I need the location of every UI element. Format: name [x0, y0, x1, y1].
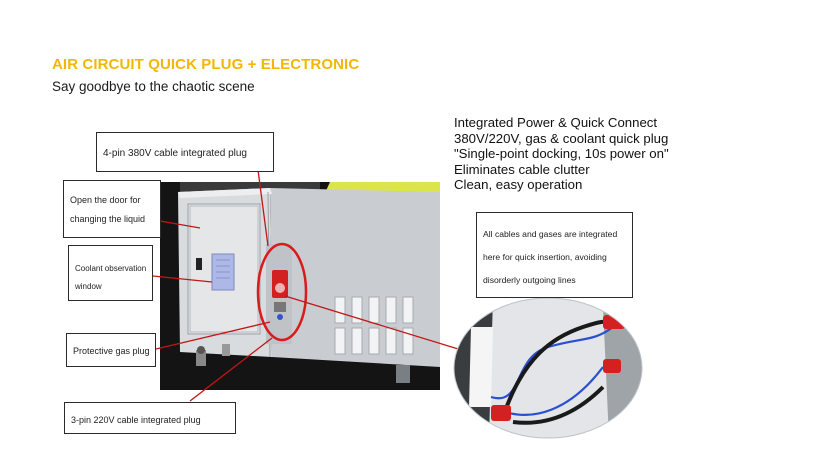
callout-text: changing the liquid: [70, 213, 146, 224]
callout-text: 4-pin 380V cable integrated plug: [103, 148, 247, 159]
machine-illustration: [160, 182, 440, 390]
callout-text: disorderly outgoing lines: [483, 275, 576, 286]
callout-3pin-plug: 3-pin 220V cable integrated plug: [64, 402, 236, 434]
callout-coolant-window: Coolant observation window: [68, 245, 153, 301]
feature-item: "Single-point docking, 10s power on": [454, 146, 669, 162]
feature-item: 380V/220V, gas & coolant quick plug: [454, 130, 669, 146]
callout-text: 3-pin 220V cable integrated plug: [71, 415, 201, 425]
callout-text: Protective gas plug: [73, 346, 150, 356]
callout-text: here for quick insertion, avoiding: [483, 252, 607, 263]
callout-4pin-plug: 4-pin 380V cable integrated plug: [96, 132, 274, 172]
callout-text: Open the door for: [70, 195, 141, 205]
callout-text: window: [75, 282, 102, 292]
callout-text: Coolant observation: [75, 264, 147, 273]
callout-text: All cables and gases are integrated: [483, 229, 618, 239]
callout-door: Open the door for changing the liquid: [63, 180, 161, 238]
feature-item: Eliminates cable clutter: [454, 161, 590, 177]
page-title: AIR CIRCUIT QUICK PLUG + ELECTRONIC: [52, 56, 360, 73]
plug-zoom-illustration: [453, 297, 643, 439]
feature-item: Integrated Power & Quick Connect: [454, 115, 658, 130]
callout-gas-plug: Protective gas plug: [66, 333, 156, 367]
feature-item: Clean, easy operation: [454, 177, 583, 193]
page-subtitle: Say goodbye to the chaotic scene: [52, 79, 255, 94]
feature-list: Integrated Power & Quick Connect 380V/22…: [454, 115, 669, 193]
callout-cables-integrated: All cables and gases are integrated here…: [476, 212, 633, 298]
